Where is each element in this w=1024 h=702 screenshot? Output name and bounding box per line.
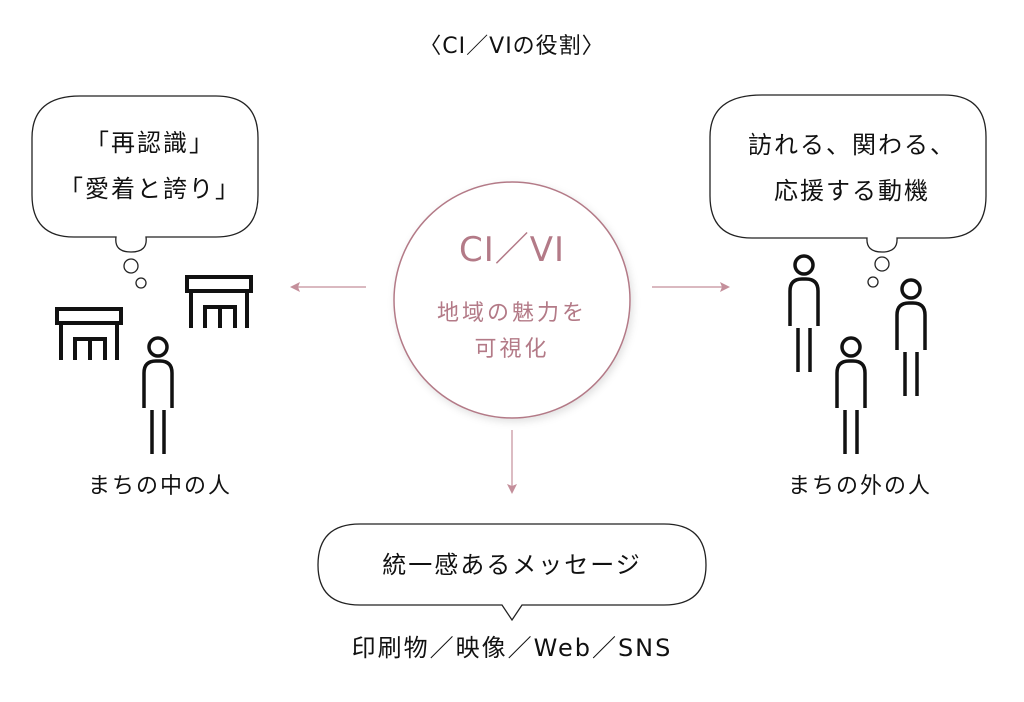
right-group-label: まちの外の人 [787, 474, 932, 499]
person-icon [895, 278, 927, 396]
building-icon [185, 275, 253, 328]
bottom-speech-bubble [317, 523, 707, 622]
left-group-label: まちの中の人 [87, 474, 232, 499]
center-subtitle-line-2: 可視化 [474, 337, 550, 362]
right-thought-bubble [709, 94, 987, 288]
right-bubble-text: 訪れる、関わる、 応援する動機 [712, 122, 992, 214]
person-icon [788, 254, 820, 372]
person-icon [142, 336, 174, 454]
left-thought-bubble [31, 95, 259, 289]
arrow-left [290, 282, 366, 292]
right-bubble-line-1: 訪れる、関わる、 [748, 131, 956, 159]
arrow-down [507, 430, 517, 494]
right-bubble-line-2: 応援する動機 [774, 177, 930, 205]
person-icon [835, 336, 867, 454]
bottom-bubble-text: 統一感あるメッセージ [382, 551, 642, 579]
left-bubble-text: 「再認識」 「愛着と誇り」 [30, 120, 270, 212]
center-subtitle: 地域の魅力を 可視化 [394, 296, 630, 368]
left-bubble-line-1: 「再認識」 [85, 129, 215, 157]
center-circle [393, 181, 631, 419]
arrow-right [652, 282, 730, 292]
building-icon [55, 307, 123, 360]
center-subtitle-line-1: 地域の魅力を [436, 301, 587, 326]
center-title: CI／VI [458, 230, 566, 270]
diagram-title: 〈CI／VIの役割〉 [419, 34, 605, 59]
media-list: 印刷物／映像／Web／SNS [351, 634, 673, 662]
left-bubble-line-2: 「愛着と誇り」 [59, 175, 241, 203]
